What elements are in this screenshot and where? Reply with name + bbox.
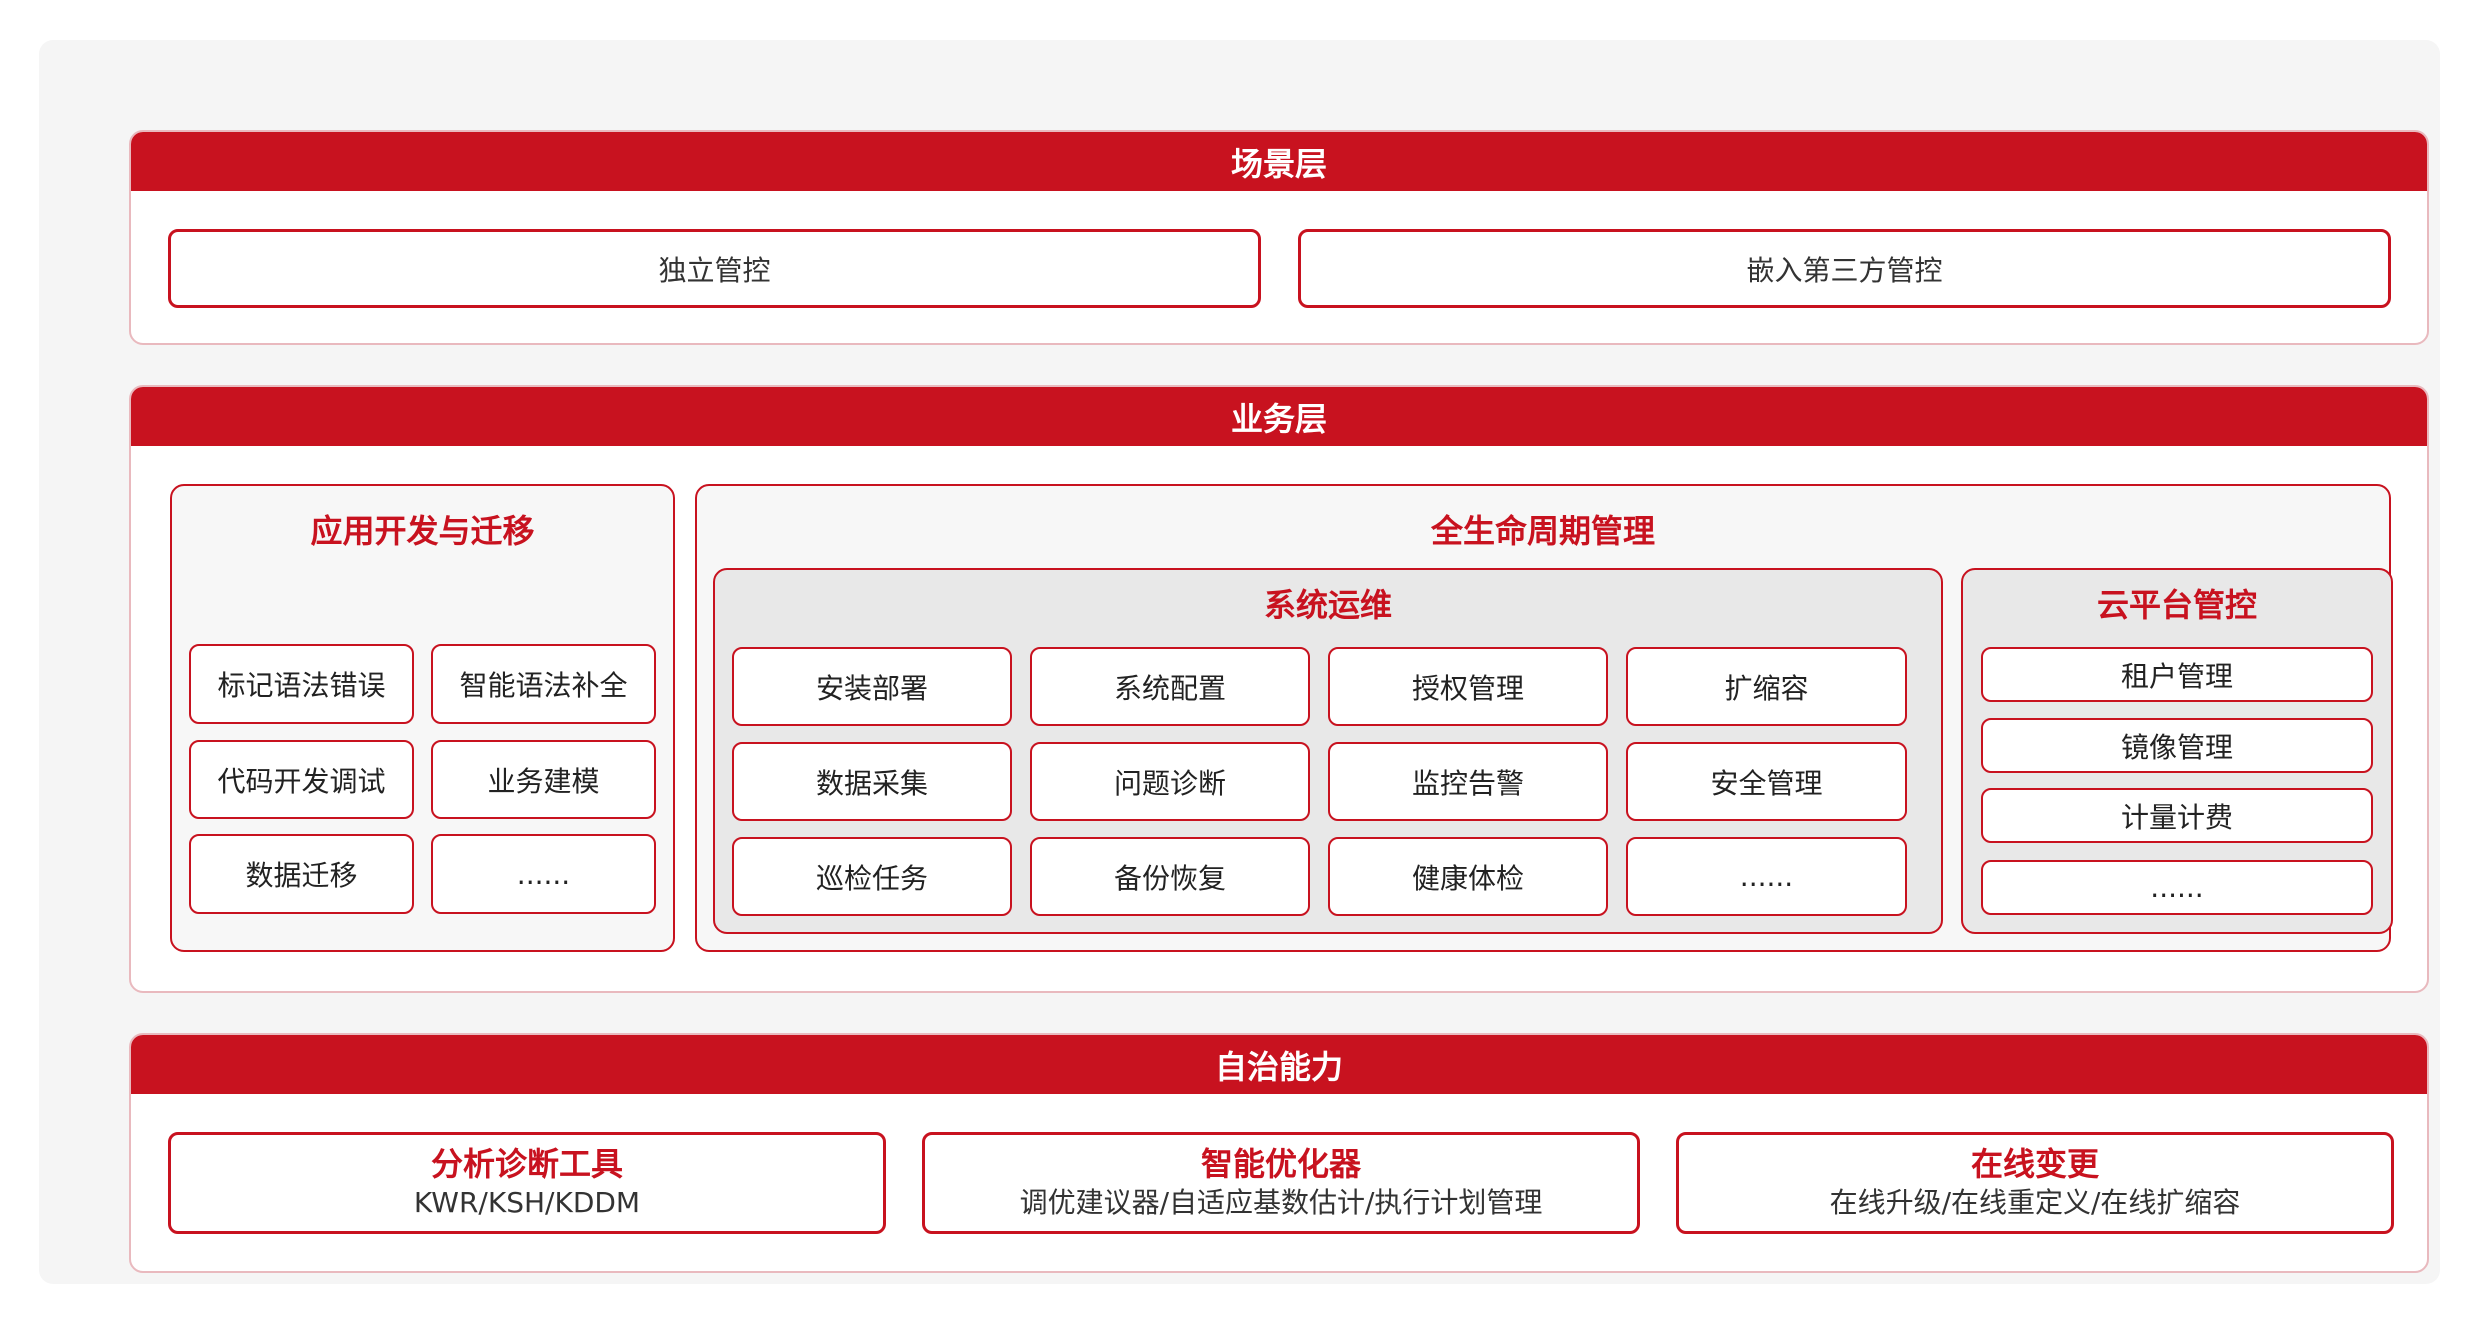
capability-title: 在线变更 bbox=[1970, 1145, 2099, 1183]
lifecycle-title: 全生命周期管理 bbox=[1430, 512, 1655, 550]
scene-layer: 场景层 独立管控 嵌入第三方管控 bbox=[129, 130, 2429, 345]
scene-item-embedded: 嵌入第三方管控 bbox=[1298, 229, 2391, 308]
business-layer: 业务层 应用开发与迁移 标记语法错误 智能语法补全 代码开发调试 业务建模 数据… bbox=[129, 385, 2429, 993]
lifecycle-panel: 全生命周期管理 系统运维 安装部署 系统配置 授权管理 扩缩容 数据采集 问题诊… bbox=[695, 484, 2393, 952]
capability-desc: 在线升级/在线重定义/在线扩缩容 bbox=[1829, 1186, 2241, 1219]
ops-item: 扩缩容 bbox=[1626, 647, 1907, 726]
ops-item: 健康体检 bbox=[1328, 837, 1608, 916]
autonomy-layer: 自治能力 分析诊断工具 KWR/KSH/KDDM 智能优化器 调优建议器/自适应… bbox=[129, 1033, 2429, 1273]
app-dev-item: 代码开发调试 bbox=[189, 740, 414, 819]
scene-layer-title: 场景层 bbox=[131, 132, 2427, 191]
business-layer-title: 业务层 bbox=[131, 387, 2427, 446]
app-dev-item: 数据迁移 bbox=[189, 834, 414, 914]
cloud-panel: 云平台管控 租户管理 镜像管理 计量计费 ...... bbox=[1961, 568, 2393, 934]
ops-item: 数据采集 bbox=[732, 742, 1012, 821]
cloud-item: 租户管理 bbox=[1981, 647, 2373, 702]
cloud-item: 计量计费 bbox=[1981, 788, 2373, 843]
cloud-item: 镜像管理 bbox=[1981, 718, 2373, 773]
scene-item-standalone: 独立管控 bbox=[168, 229, 1261, 308]
cloud-title: 云平台管控 bbox=[2096, 586, 2257, 624]
app-dev-title: 应用开发与迁移 bbox=[310, 512, 535, 550]
ops-title: 系统运维 bbox=[1263, 586, 1392, 624]
capability-desc: KWR/KSH/KDDM bbox=[413, 1186, 641, 1219]
app-dev-item: 业务建模 bbox=[431, 740, 656, 819]
capability-title: 分析诊断工具 bbox=[430, 1145, 623, 1183]
app-dev-item: 智能语法补全 bbox=[431, 644, 656, 724]
ops-item: 问题诊断 bbox=[1030, 742, 1310, 821]
app-dev-panel: 应用开发与迁移 标记语法错误 智能语法补全 代码开发调试 业务建模 数据迁移 .… bbox=[170, 484, 675, 952]
app-dev-item: 标记语法错误 bbox=[189, 644, 414, 724]
app-dev-item: ...... bbox=[431, 834, 656, 914]
architecture-diagram: 场景层 独立管控 嵌入第三方管控 业务层 应用开发与迁移 标记语法错误 智能语法… bbox=[39, 40, 2440, 1284]
autonomy-layer-title: 自治能力 bbox=[131, 1035, 2427, 1094]
cloud-item: ...... bbox=[1981, 860, 2373, 915]
capability-title: 智能优化器 bbox=[1200, 1145, 1361, 1183]
capability-online-change: 在线变更 在线升级/在线重定义/在线扩缩容 bbox=[1676, 1132, 2394, 1234]
ops-item: 巡检任务 bbox=[732, 837, 1012, 916]
ops-panel: 系统运维 安装部署 系统配置 授权管理 扩缩容 数据采集 问题诊断 监控告警 安… bbox=[713, 568, 1943, 934]
ops-item: 安全管理 bbox=[1626, 742, 1907, 821]
ops-item: 授权管理 bbox=[1328, 647, 1608, 726]
ops-item: 系统配置 bbox=[1030, 647, 1310, 726]
ops-item: ...... bbox=[1626, 837, 1907, 916]
ops-item: 监控告警 bbox=[1328, 742, 1608, 821]
capability-smart-optimizer: 智能优化器 调优建议器/自适应基数估计/执行计划管理 bbox=[922, 1132, 1640, 1234]
ops-item: 备份恢复 bbox=[1030, 837, 1310, 916]
capability-desc: 调优建议器/自适应基数估计/执行计划管理 bbox=[1019, 1186, 1543, 1219]
ops-item: 安装部署 bbox=[732, 647, 1012, 726]
capability-analysis-tools: 分析诊断工具 KWR/KSH/KDDM bbox=[168, 1132, 886, 1234]
